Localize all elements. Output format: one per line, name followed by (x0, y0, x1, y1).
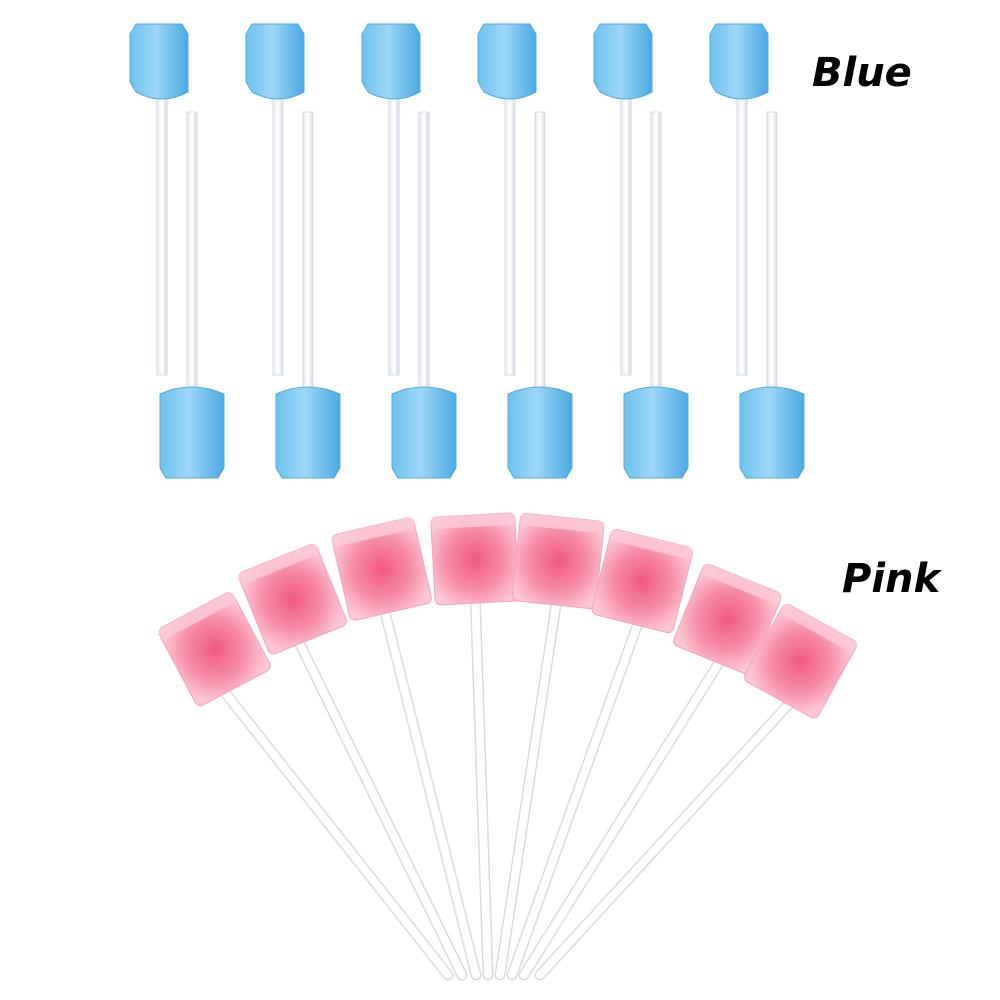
pink-swab-group (158, 512, 858, 981)
blue-swab (361, 23, 421, 376)
pink-swab (534, 603, 858, 981)
blue-label: Blue (812, 50, 912, 96)
pink-swab (494, 512, 605, 981)
pink-swab (506, 528, 693, 981)
blue-swab (623, 111, 689, 479)
blue-swab-group (129, 23, 805, 479)
pink-swab (238, 543, 468, 981)
pink-swab (331, 517, 482, 981)
pink-swab (518, 563, 782, 981)
blue-swab (391, 111, 457, 479)
blue-swab (275, 111, 341, 479)
blue-swab (129, 23, 189, 376)
blue-swab (593, 23, 653, 376)
blue-swab (245, 23, 305, 376)
blue-swab (709, 23, 769, 376)
blue-swab (159, 111, 225, 479)
blue-swab (739, 111, 805, 479)
pink-label: Pink (842, 556, 941, 602)
pink-swab (158, 591, 454, 981)
blue-swab (477, 23, 537, 376)
blue-swab (507, 111, 573, 479)
pink-swab (430, 512, 520, 981)
